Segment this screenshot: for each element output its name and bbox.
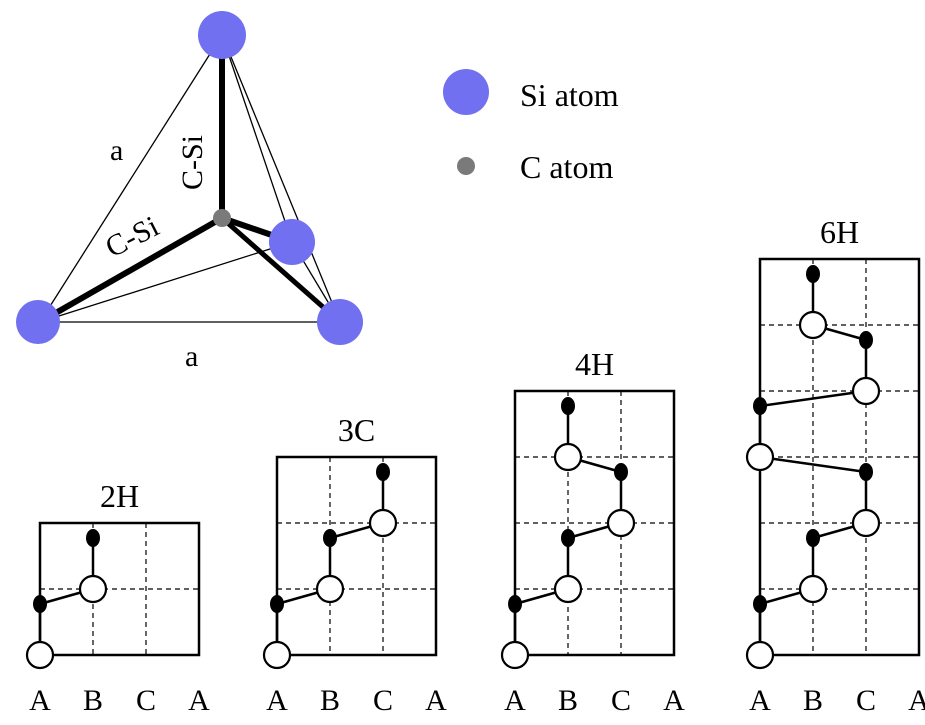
c-layer-atom xyxy=(806,265,820,283)
panel-frame xyxy=(275,455,438,657)
axis-label-b: B xyxy=(83,684,103,717)
si-layer-atom xyxy=(553,574,583,604)
axis-label-a: A xyxy=(425,684,447,717)
c-layer-atom xyxy=(859,463,873,481)
c-layer-atom xyxy=(614,463,628,481)
axis-label-a: A xyxy=(266,684,288,717)
edge-label-left: a xyxy=(110,134,123,167)
c-layer-atom xyxy=(753,397,767,415)
axis-label-b: B xyxy=(803,684,823,717)
si-layer-atom xyxy=(851,376,881,406)
edge-label-bottom: a xyxy=(185,340,198,373)
si-atom-top xyxy=(198,11,246,59)
si-layer-atom xyxy=(745,640,775,670)
panel-title: 3C xyxy=(338,412,375,448)
panel-title: 6H xyxy=(820,214,859,250)
c-atom-center xyxy=(213,209,231,227)
legend-si-label: Si atom xyxy=(520,77,619,113)
si-layer-atom xyxy=(25,640,55,670)
edge-back-left xyxy=(39,241,293,323)
c-layer-atom xyxy=(270,595,284,613)
si-layer-atom xyxy=(798,574,828,604)
edge-top-right xyxy=(221,34,341,323)
bond-right xyxy=(220,216,342,324)
c-layer-atom xyxy=(508,595,522,613)
c-layer-atom xyxy=(561,397,575,415)
c-si-bond xyxy=(759,455,867,474)
axis-label-c: C xyxy=(856,684,876,717)
legend-si-swatch xyxy=(443,69,489,115)
legend-c-swatch xyxy=(457,157,475,175)
axis-label-a: A xyxy=(188,684,210,717)
axis-label-a: A xyxy=(663,684,685,717)
tetrahedron: a a C-Si C-Si xyxy=(16,11,363,373)
c-si-bond xyxy=(759,389,867,408)
si-layer-atom xyxy=(745,442,775,472)
si-layer-atom xyxy=(368,508,398,538)
bond-label-vertical: C-Si xyxy=(176,135,209,190)
si-layer-atom xyxy=(78,574,108,604)
si-atom-left xyxy=(16,300,60,344)
c-layer-atom xyxy=(376,463,390,481)
si-layer-atom xyxy=(500,640,530,670)
axis-label-a: A xyxy=(908,684,925,717)
c-layer-atom xyxy=(859,331,873,349)
panel-title: 2H xyxy=(100,478,139,514)
edge-top-back xyxy=(221,34,293,243)
axis-label-a: A xyxy=(749,684,771,717)
axis-label-c: C xyxy=(611,684,631,717)
axis-label-a: A xyxy=(504,684,526,717)
c-layer-atom xyxy=(806,529,820,547)
legend-c-label: C atom xyxy=(520,149,613,185)
c-layer-atom xyxy=(753,595,767,613)
si-layer-atom xyxy=(606,508,636,538)
axis-label-c: C xyxy=(373,684,393,717)
si-layer-atom xyxy=(262,640,292,670)
panel-frame xyxy=(513,389,676,657)
c-layer-atom xyxy=(561,529,575,547)
si-layer-atom xyxy=(553,442,583,472)
axis-label-b: B xyxy=(320,684,340,717)
si-layer-atom xyxy=(851,508,881,538)
legend: Si atom C atom xyxy=(443,69,619,185)
bond-left xyxy=(38,215,224,325)
c-layer-atom xyxy=(86,529,100,547)
si-atom-back xyxy=(269,219,315,265)
si-layer-atom xyxy=(315,574,345,604)
panel-frame xyxy=(38,521,201,657)
panel-title: 4H xyxy=(575,346,614,382)
c-layer-atom xyxy=(323,529,337,547)
c-layer-atom xyxy=(33,595,47,613)
axis-label-a: A xyxy=(29,684,51,717)
axis-label-b: B xyxy=(558,684,578,717)
si-atom-right xyxy=(317,299,363,345)
edge-top-left xyxy=(39,34,223,323)
axis-label-c: C xyxy=(136,684,156,717)
si-layer-atom xyxy=(798,310,828,340)
